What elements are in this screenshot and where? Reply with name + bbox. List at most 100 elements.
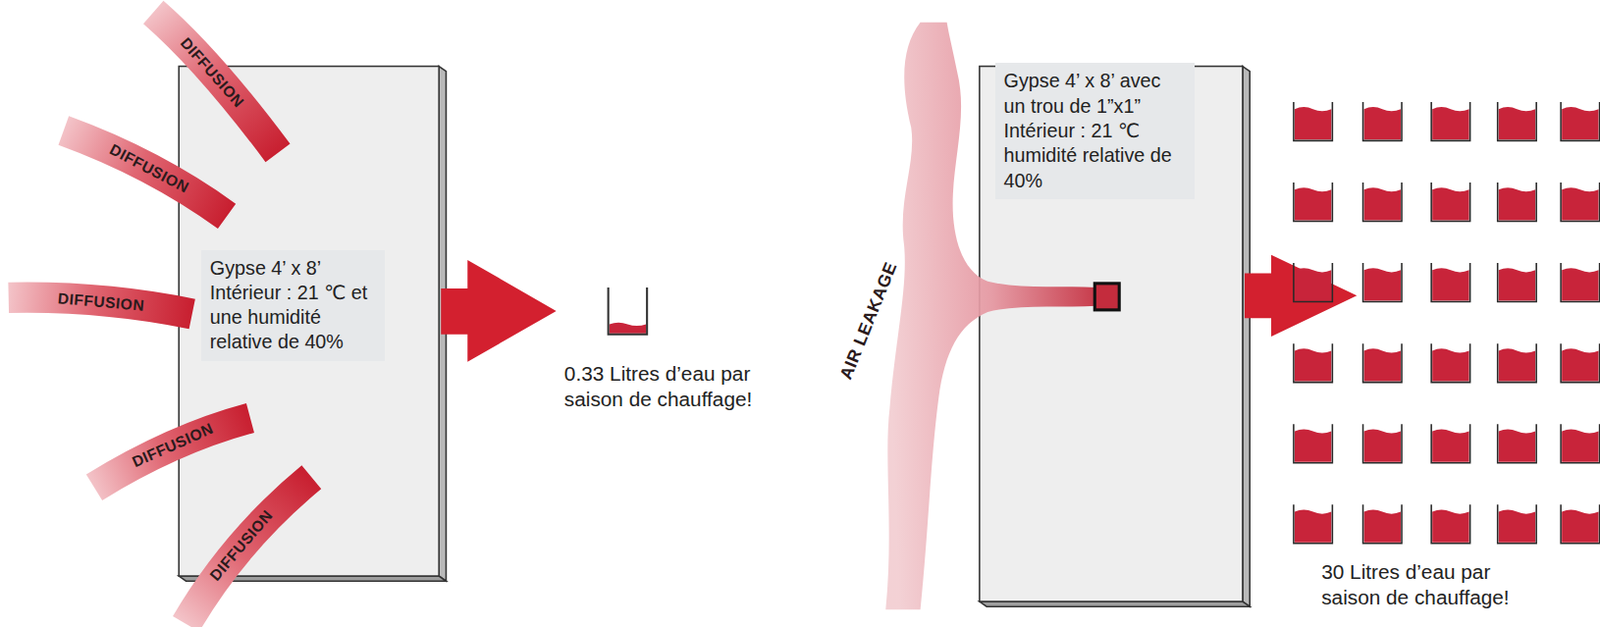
diffusion-band [94,418,251,488]
info-text: Gypse 4’ x 8’ Intérieur : 21 ℃ et une hu… [210,256,376,356]
water-cup [1293,504,1333,543]
water-cup [1497,102,1537,141]
water-cup [1293,424,1333,463]
water-cup [1363,263,1402,302]
water-cup [1431,182,1470,221]
water-cup [1431,102,1470,141]
water-cup [1560,424,1600,463]
info-box: Gypse 4’ x 8’ Intérieur : 21 ℃ et une hu… [201,250,385,362]
cup-outline [1560,263,1600,302]
water-cup [1431,424,1470,463]
water-level [1498,510,1536,543]
cup-outline [1293,424,1333,463]
water-cup [1363,504,1402,543]
info-box: Gypse 4’ x 8’ avec un trou de 1”x1” Inté… [995,62,1196,199]
diffusion-label: DIFFUSION [56,289,146,316]
water-level [1561,348,1599,381]
water-cup [608,287,647,335]
water-level [1498,187,1536,220]
water-cup [1363,424,1402,463]
water-level [1364,267,1401,301]
cup-outline [1431,102,1470,141]
result-text: 0.33 Litres d’eau par saison de chauffag… [564,361,804,413]
cup-outline [1431,263,1470,302]
water-level [1498,348,1536,381]
cup-outline [1363,343,1402,382]
cup-outline [1363,182,1402,221]
water-level [1364,428,1401,462]
water-cup [1363,182,1402,221]
cup-outline [1497,102,1537,141]
water-level [1364,348,1401,381]
water-cup [1497,504,1537,543]
water-cup [1431,504,1470,543]
result-text: 30 Litres d’eau par saison de chauffage! [1321,559,1551,611]
cup-outline [1363,263,1402,302]
cup-outline [1560,102,1600,141]
cup-outline [1363,504,1402,543]
water-cup [1497,343,1537,382]
hole [1094,283,1120,311]
cup-outline [1497,182,1537,221]
water-cup [1497,263,1537,302]
water-cup [1293,182,1333,221]
water-level [1432,428,1469,462]
cup-outline [1293,182,1333,221]
water-level [1432,510,1469,543]
cup-outline [1293,343,1333,382]
water-level [1294,348,1332,381]
water-level [1498,106,1536,140]
cup-outline [1497,343,1537,382]
water-level [1294,428,1332,462]
diffusion-label: DIFFUSION [176,34,248,111]
flow-arrow [440,260,556,363]
water-level [1498,267,1536,301]
water-level [1561,187,1599,220]
water-cup [1363,343,1402,382]
water-cup [1560,343,1600,382]
water-cup [1431,343,1470,382]
diffusion-label: DIFFUSION [207,507,277,586]
water-level [1432,106,1469,140]
diffusion-label: DIFFUSION [106,140,192,197]
cup-outline [1497,504,1537,543]
diffusion-band [153,11,278,153]
cup-outline [1497,263,1537,302]
water-level [1561,106,1599,140]
water-level [609,322,646,334]
cup-outline [1363,102,1402,141]
diffusion-band [63,130,227,216]
gypsum-board [178,66,439,578]
water-cup [1293,343,1333,382]
diffusion-band [186,477,313,625]
water-cup [1560,102,1600,141]
water-cup [1560,504,1600,543]
water-cup [1293,102,1333,141]
gypsum-board [979,66,1243,602]
cup-outline [1431,504,1470,543]
cup-outline [1293,504,1333,543]
water-level [1364,510,1401,543]
water-level [1561,267,1599,301]
water-level [1364,187,1401,220]
water-cup [1431,263,1470,302]
water-cup [1497,424,1537,463]
water-cup [1497,182,1537,221]
water-cups [1293,102,1600,544]
cup-outline [1431,424,1470,463]
air-leakage-label: AIR LEAKAGE [835,260,902,384]
water-level [1364,106,1401,140]
cup-outline [1560,504,1600,543]
water-cup [1363,102,1402,141]
cup-outline [1560,182,1600,221]
cup-outline [1560,424,1600,463]
water-level [1561,510,1599,543]
diffusion-label: DIFFUSION [129,420,216,472]
water-level [1432,187,1469,220]
water-level [1294,510,1332,543]
water-cup [1560,182,1600,221]
water-level [1294,187,1332,220]
water-level [1432,267,1469,301]
board-edge [1242,66,1250,608]
